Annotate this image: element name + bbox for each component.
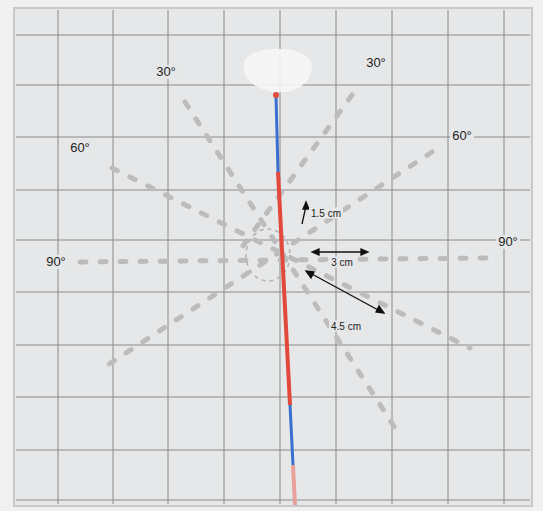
grid-line (504, 10, 505, 504)
grid-line (16, 190, 530, 191)
grid-line (168, 10, 169, 504)
dimension-label: 1.5 cm (309, 208, 343, 219)
angle-label: 60° (68, 141, 92, 155)
grid-line (224, 10, 225, 504)
grid-line (16, 345, 530, 346)
dimension-arrows (302, 202, 384, 313)
dot-row (185, 102, 395, 428)
grid (16, 10, 530, 504)
angle-label: 30° (154, 65, 178, 79)
dimension-label: 3 cm (329, 257, 355, 268)
grid-line (16, 450, 530, 451)
rod-blue (276, 95, 278, 172)
acrylic-board (14, 8, 532, 506)
dimension-arrow (316, 251, 364, 252)
angle-label: 30° (364, 56, 388, 70)
angle-label: 90° (496, 235, 520, 249)
grid-line (113, 10, 114, 504)
angle-label: 90° (44, 255, 68, 269)
puncture-dots (80, 95, 488, 428)
arrow-head (306, 271, 314, 278)
grid-line (16, 500, 530, 501)
dimension-arrow (310, 273, 380, 311)
rod-red (293, 465, 295, 505)
glue-blob (244, 49, 312, 93)
grid-line (16, 292, 530, 293)
arrow-head (361, 249, 368, 255)
dot-row (240, 95, 352, 250)
angle-label: 60° (450, 129, 474, 143)
arrow-head (312, 249, 319, 255)
rod-tip (273, 92, 279, 98)
grid-line (16, 35, 530, 36)
dot-row (112, 168, 470, 348)
arrow-head (376, 306, 384, 313)
rod-blue (290, 405, 293, 465)
dot-row (100, 152, 432, 370)
grid-line (16, 397, 530, 398)
rod-red (278, 172, 290, 405)
grid-line (392, 10, 393, 504)
dimension-label: 4.5 cm (329, 321, 363, 332)
